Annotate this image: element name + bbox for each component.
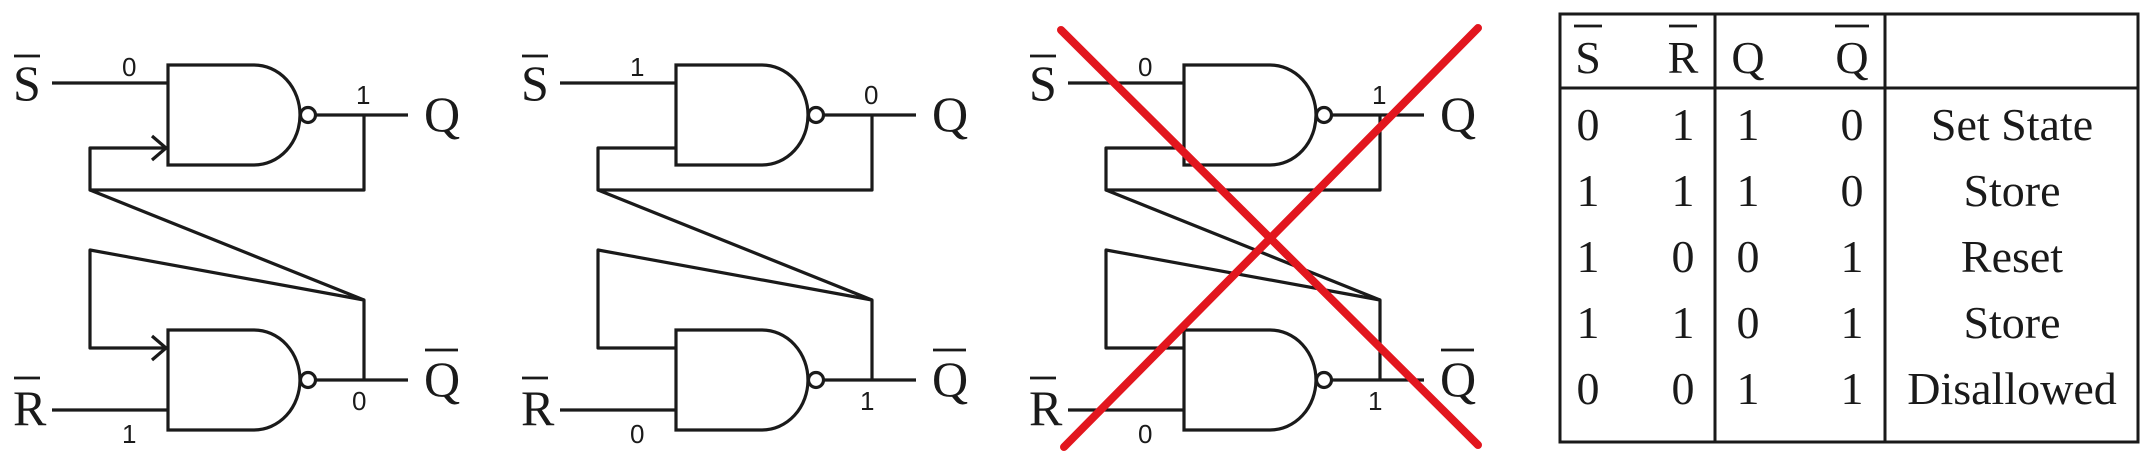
label-s: S <box>13 55 41 111</box>
table-cell: 0 <box>1577 99 1600 150</box>
table-state-description: Store <box>1963 165 2060 216</box>
inverter-bubble-bottom <box>298 370 318 390</box>
table-cell: 1 <box>1577 297 1600 348</box>
value-s-input: 0 <box>122 52 136 82</box>
latch-reset: S R Q Q 1 0 0 1 <box>521 52 968 449</box>
cross-out-line-b <box>1060 24 1482 451</box>
nand-gate-bottom <box>674 328 810 432</box>
table-cell: 0 <box>1737 231 1760 282</box>
feedback-cross-diagonal <box>597 188 873 302</box>
value-s-input: 1 <box>630 52 644 82</box>
feedback-path-qbar <box>596 248 874 380</box>
arrow-head-bottom <box>150 334 168 362</box>
nand-gate-top <box>674 63 810 167</box>
label-r: R <box>13 380 47 436</box>
value-q-output: 0 <box>864 80 878 110</box>
table-cell: 1 <box>1672 297 1695 348</box>
value-q-output: 1 <box>1372 80 1386 110</box>
value-qbar-output: 1 <box>860 386 874 416</box>
table-cell: 0 <box>1841 165 1864 216</box>
value-qbar-output: 1 <box>1368 386 1382 416</box>
label-q: Q <box>932 86 968 142</box>
table-cell: 1 <box>1841 231 1864 282</box>
table-cell: 1 <box>1841 297 1864 348</box>
inverter-bubble-bottom <box>1314 370 1334 390</box>
feedback-cross-diagonal <box>1105 188 1381 302</box>
value-s-input: 0 <box>1138 52 1152 82</box>
label-qbar: Q <box>1440 351 1476 407</box>
table-cell: 0 <box>1841 99 1864 150</box>
label-qbar: Q <box>424 351 460 407</box>
table-cell: 1 <box>1737 99 1760 150</box>
table-cell: 1 <box>1577 231 1600 282</box>
value-r-input: 0 <box>630 419 644 449</box>
nand-gate-bottom <box>1182 328 1318 432</box>
table-cell: 0 <box>1672 363 1695 414</box>
table-header-cell: Q <box>1731 32 1764 83</box>
table-cell: 1 <box>1737 165 1760 216</box>
value-r-input: 0 <box>1138 419 1152 449</box>
table-cell: 1 <box>1737 363 1760 414</box>
table-state-description: Store <box>1963 297 2060 348</box>
inverter-bubble-top <box>1314 105 1334 125</box>
label-qbar: Q <box>932 351 968 407</box>
label-q: Q <box>424 86 460 142</box>
label-s: S <box>521 55 549 111</box>
value-q-output: 1 <box>356 80 370 110</box>
feedback-path-qbar <box>1104 248 1382 380</box>
label-r: R <box>1029 380 1063 436</box>
label-q: Q <box>1440 86 1476 142</box>
label-s: S <box>1029 55 1057 111</box>
table-cell: 1 <box>1672 99 1695 150</box>
table-cell: 0 <box>1672 231 1695 282</box>
table-cell: 1 <box>1672 165 1695 216</box>
feedback-path-qbar <box>88 248 366 380</box>
table-cell: 1 <box>1841 363 1864 414</box>
inverter-bubble-top <box>806 105 826 125</box>
label-r: R <box>521 380 555 436</box>
table-cell: 1 <box>1577 165 1600 216</box>
value-r-input: 1 <box>122 419 136 449</box>
table-header-cell: S <box>1575 32 1601 83</box>
inverter-bubble-bottom <box>806 370 826 390</box>
table-cell: 0 <box>1577 363 1600 414</box>
feedback-cross-diagonal <box>89 188 365 302</box>
arrow-head-top <box>150 134 168 162</box>
table-border <box>1558 12 2140 444</box>
inverter-bubble-top <box>298 105 318 125</box>
table-state-description: Reset <box>1961 231 2063 282</box>
table-header-cell: Q <box>1835 32 1868 83</box>
latch-disallowed: S R Q Q 0 1 0 1 <box>1029 24 1482 451</box>
nand-gate-top <box>166 63 302 167</box>
nand-gate-top <box>1182 63 1318 167</box>
table-header-cell: R <box>1668 32 1699 83</box>
nand-gate-bottom <box>166 328 302 432</box>
table-state-description: Set State <box>1931 99 2093 150</box>
table-cell: 0 <box>1737 297 1760 348</box>
latch-set: S R Q Q 0 1 1 0 <box>13 52 460 449</box>
value-qbar-output: 0 <box>352 386 366 416</box>
table-state-description: Disallowed <box>1907 363 2117 414</box>
circuits: S R Q Q 0 1 1 0 S R Q Q 1 0 0 1 S R Q Q 0 1 0 1 <box>13 24 1482 451</box>
